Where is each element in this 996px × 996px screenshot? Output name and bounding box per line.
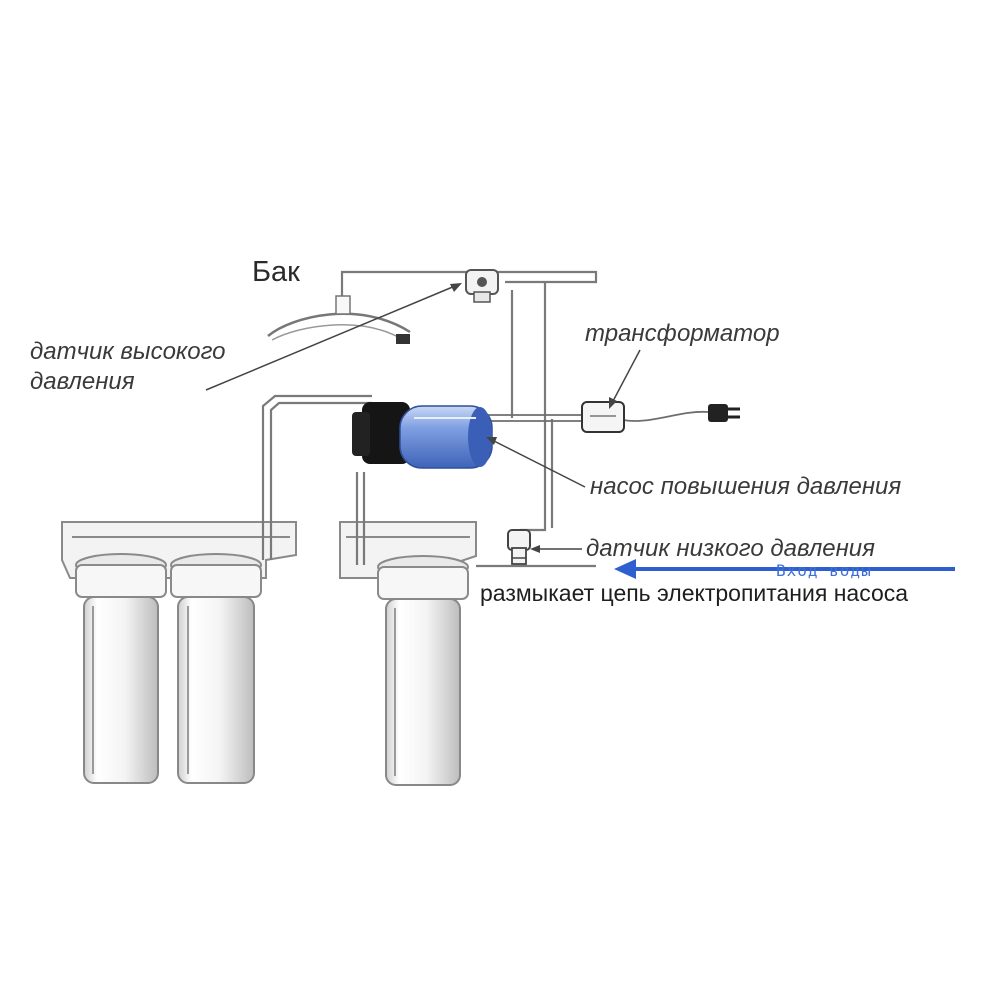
callout-leaders	[205, 283, 641, 553]
opens-circuit-label: размыкает цепь электропитания насоса	[480, 580, 909, 606]
high-pressure-sensor-label-line1: датчик высокого	[30, 338, 226, 365]
high-pressure-sensor	[465, 269, 499, 303]
filter-housing-1	[75, 553, 167, 784]
low-pressure-sensor-label: датчик низкого давления	[586, 535, 875, 562]
water-inlet-arrow	[614, 559, 955, 579]
transformer-label: трансформатор	[585, 320, 780, 347]
water-lines	[261, 270, 598, 568]
power-plug-icon	[708, 404, 740, 422]
pump-label: насос повышения давления	[590, 473, 902, 500]
filter-housing-2	[170, 553, 262, 784]
booster-pump	[352, 402, 493, 469]
water-inlet-label: Вход воды	[776, 561, 872, 580]
filter-housing-3	[377, 555, 469, 786]
tank-label: Бак	[252, 256, 300, 288]
tank	[267, 295, 411, 344]
high-pressure-sensor-label-line2: давления	[30, 368, 135, 395]
low-pressure-sensor	[507, 529, 531, 565]
transformer	[581, 401, 625, 433]
electrical-wiring	[488, 410, 709, 422]
